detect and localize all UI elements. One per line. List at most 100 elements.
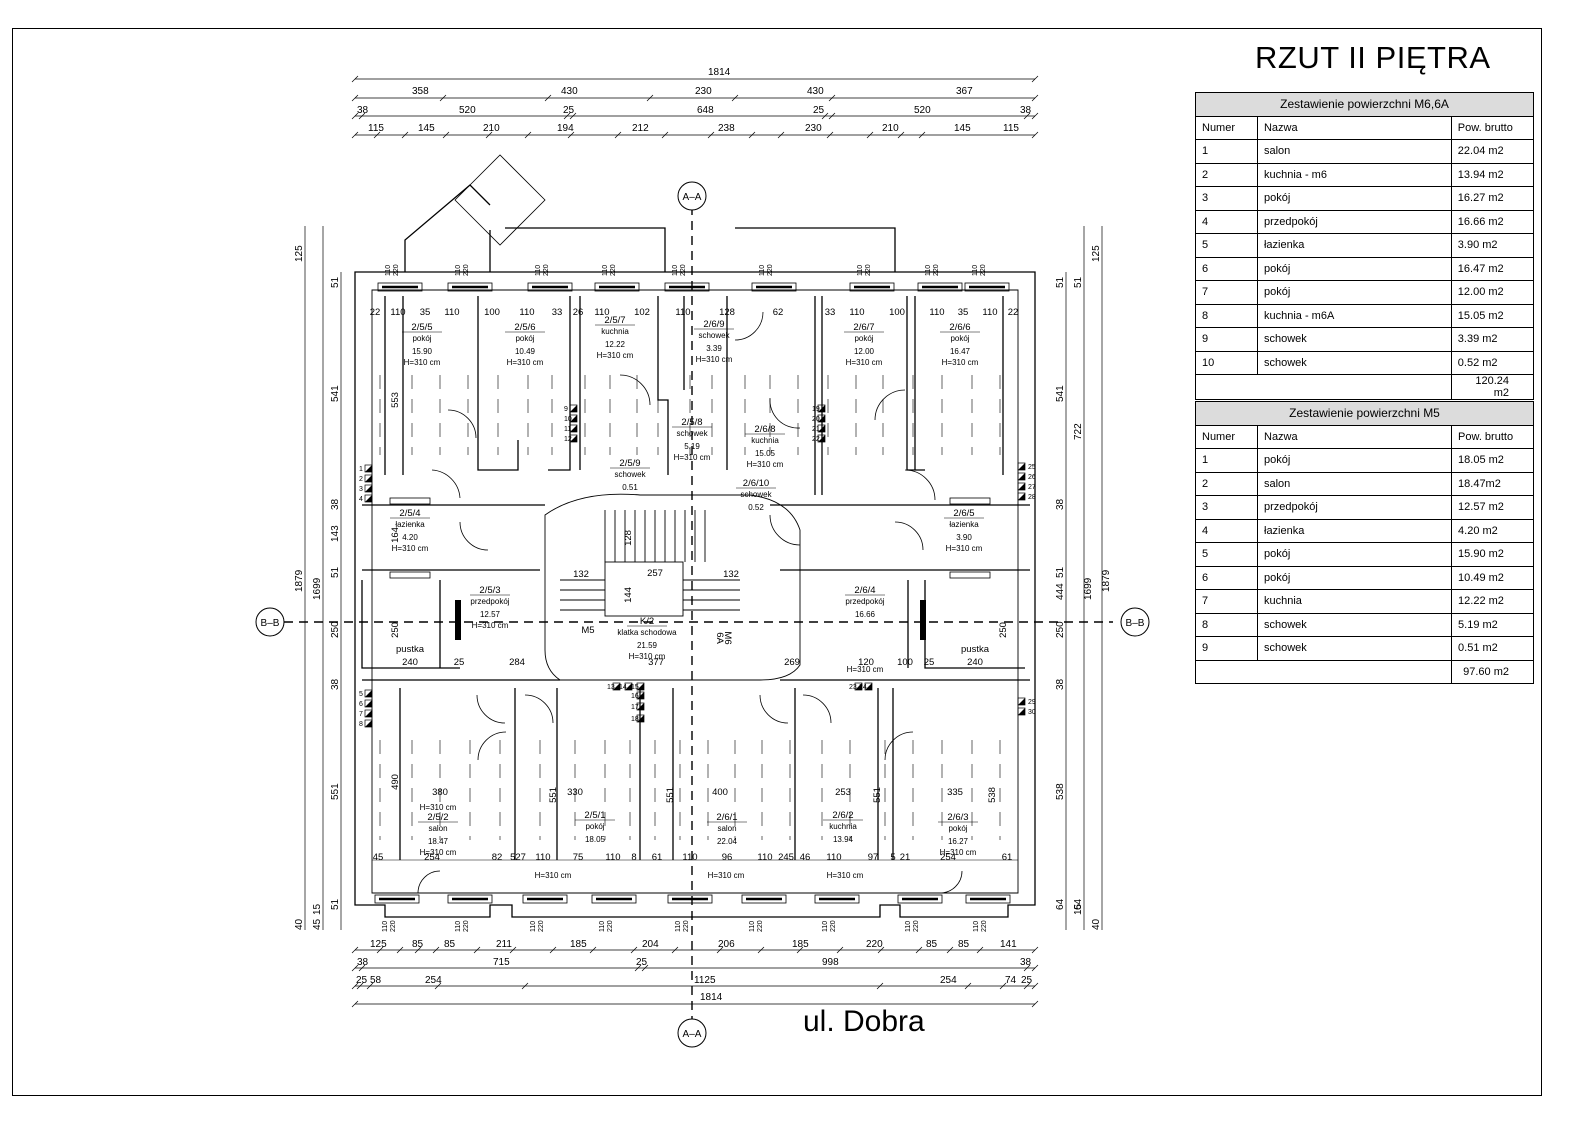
section-a-top: A–A: [683, 192, 702, 203]
shaft-marker: 7: [359, 709, 373, 718]
window-width: 110: [973, 921, 980, 932]
dim-bot-3-6: 25: [1021, 975, 1033, 986]
table-cell: 16.47 m2: [1450, 256, 1535, 281]
dim-bot-2-1: 715: [493, 957, 510, 968]
dim-top-3-4: 25: [813, 105, 825, 116]
table-cell: 0.51 m2: [1451, 636, 1534, 661]
table-cell: 1: [1195, 448, 1258, 473]
dim-right-in-3: 51: [1055, 566, 1066, 578]
room-area: 18.47: [428, 837, 449, 846]
dim-right-outer-2: 40: [1091, 918, 1102, 930]
shaft-marker: 27: [1017, 482, 1036, 491]
window-width: 110: [455, 921, 462, 932]
table-header: Nazwa: [1256, 115, 1452, 140]
table-cell: 10: [1195, 350, 1258, 375]
table-total: 97.60 m2: [1451, 659, 1534, 684]
window-height: 220: [757, 920, 764, 932]
shaft-number: 11: [564, 426, 571, 433]
inner-dim: 26: [573, 307, 584, 318]
section-a-bottom: A–A: [683, 1029, 702, 1040]
window-width: 110: [972, 265, 979, 276]
shaft-number: 1: [359, 466, 363, 473]
dim-top-3-3: 648: [697, 105, 714, 116]
dim-bot-1-10: 85: [958, 939, 970, 950]
dim-top-3-5: 520: [914, 105, 931, 116]
shaft-number: 12: [564, 436, 572, 443]
table-cell: schowek: [1256, 350, 1452, 375]
table-cell: przedpokój: [1256, 209, 1452, 234]
shaft-number: 3: [359, 486, 363, 493]
door-frame: [920, 600, 926, 640]
table-cell: 7: [1195, 589, 1258, 614]
table-cell: 16.66 m2: [1450, 209, 1535, 234]
room-area: 0.52: [748, 503, 764, 512]
shaft-marker: 17: [631, 702, 645, 711]
dim-top-2-0: 358: [412, 86, 429, 97]
window-width: 110: [857, 265, 864, 276]
table-cell: 12.00 m2: [1450, 280, 1535, 305]
dim-left-mid-1: 15: [312, 903, 323, 915]
window-height: 220: [680, 264, 687, 276]
inner-dim: 25: [454, 657, 465, 668]
room-area: 5.19: [684, 442, 700, 451]
table-title: Zestawienie powierzchni M6,6A: [1195, 92, 1534, 117]
inner-dim: 97: [868, 852, 879, 863]
window-width: 110: [385, 265, 392, 276]
table-cell: kuchnia - m6A: [1256, 303, 1452, 328]
inner-dim: 110: [682, 852, 697, 863]
room-height: H=310 cm: [747, 460, 784, 469]
shaft-number: 21: [812, 426, 820, 433]
inner-dim: 110: [535, 852, 550, 863]
dim-bot-2-3: 998: [822, 957, 839, 968]
dim-bot-3-2: 254: [425, 975, 442, 986]
room-name: schowek: [698, 331, 730, 340]
room-height: H=310 cm: [946, 544, 983, 553]
shaft-number: 2: [359, 476, 363, 483]
window-height: 220: [767, 264, 774, 276]
inner-dim: 269: [784, 657, 800, 668]
table-cell: salon: [1256, 471, 1453, 496]
table-cell: 8: [1195, 612, 1258, 637]
h-250-l: 250: [390, 622, 401, 638]
dim-top-4-8: 145: [954, 123, 971, 134]
room-id: 2/5/8: [681, 417, 702, 428]
shaft-marker: 4: [359, 494, 373, 503]
room-area: 15.05: [755, 449, 776, 458]
room-name: schowek: [740, 490, 772, 499]
inner-dim: 102: [634, 307, 650, 318]
window-width: 110: [759, 265, 766, 276]
h-553: 553: [390, 392, 401, 408]
h310-d: H=310 cm: [847, 665, 884, 674]
dim-top-4-1: 145: [418, 123, 435, 134]
table-cell: 4: [1195, 209, 1258, 234]
dim-top-3-2: 25: [563, 105, 575, 116]
inner-dim: 284: [509, 657, 525, 668]
inner-dim: 46: [800, 852, 811, 863]
table-cell: 3: [1195, 186, 1258, 211]
table-cell: 2: [1195, 471, 1258, 496]
table-cell: 15.05 m2: [1450, 303, 1535, 328]
table-cell: 0.52 m2: [1450, 350, 1535, 375]
inner-dim: 110: [594, 307, 609, 318]
shaft-number: 16: [631, 693, 639, 700]
inner-dim: 100: [897, 657, 913, 668]
h-490: 490: [390, 774, 401, 790]
section-marker-texts: A–A A–A B–B B–B: [261, 192, 1145, 1040]
section-markers: [255, 181, 1150, 1048]
window-height: 220: [463, 920, 470, 932]
